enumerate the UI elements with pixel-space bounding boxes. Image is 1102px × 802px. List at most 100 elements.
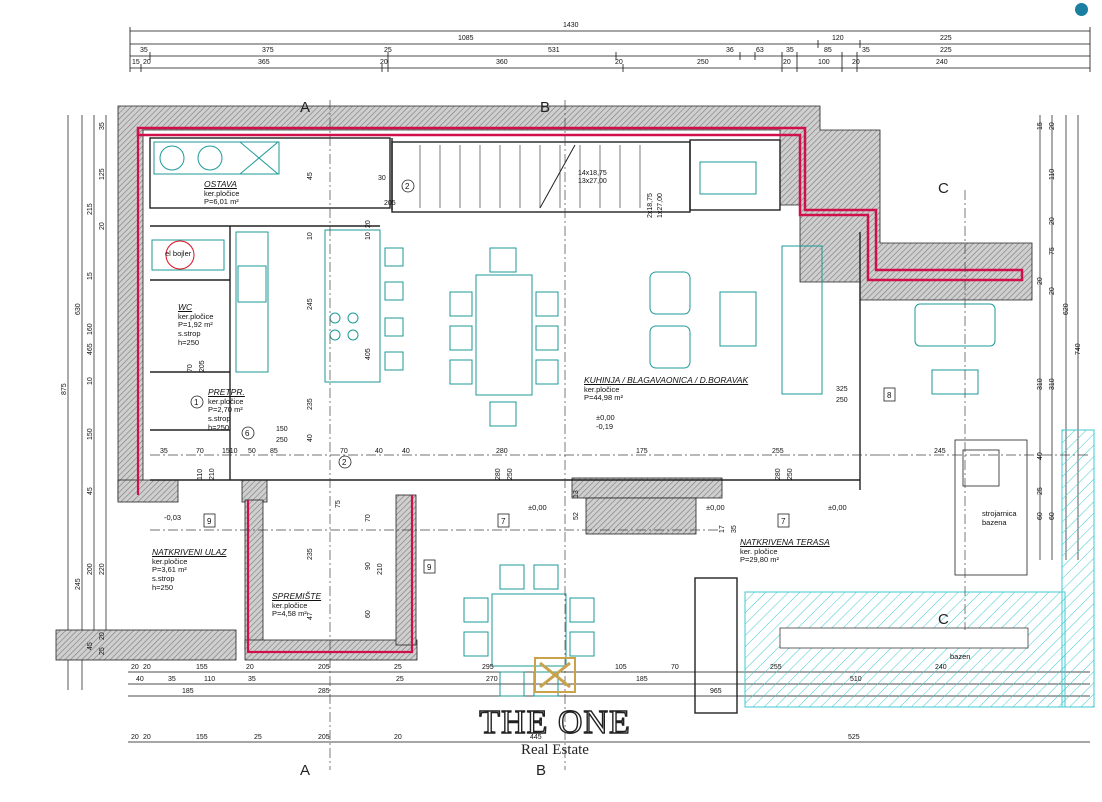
svg-text:110: 110: [1049, 169, 1056, 180]
svg-text:20: 20: [99, 632, 106, 640]
pump-room-label: strojarnica bazena: [982, 509, 1017, 527]
svg-text:310: 310: [1037, 378, 1044, 390]
room-floor: ker.pločice: [178, 311, 214, 321]
pump-room-line1: strojarnica: [982, 509, 1017, 518]
room-area: P=29,80 m²: [740, 555, 779, 565]
svg-text:75: 75: [1049, 247, 1056, 255]
svg-text:105: 105: [615, 664, 627, 671]
svg-text:510: 510: [850, 676, 862, 683]
room-floor: ker. pločice: [740, 546, 778, 556]
svg-text:740: 740: [1075, 343, 1082, 355]
svg-text:215: 215: [87, 203, 94, 215]
room-title: PRETPR.: [208, 387, 245, 397]
left-dimension-lines: [67, 115, 107, 690]
level-main-top: ±0,00: [596, 413, 615, 422]
svg-text:965: 965: [710, 688, 722, 695]
svg-text:245: 245: [75, 578, 82, 590]
svg-text:531: 531: [548, 47, 560, 54]
svg-text:35: 35: [140, 47, 148, 54]
svg-text:13: 13: [573, 490, 580, 498]
svg-text:20: 20: [380, 59, 388, 66]
interior-walls: [149, 137, 861, 714]
svg-text:35: 35: [862, 47, 870, 54]
pool-label: bazen: [950, 652, 971, 661]
svg-text:200: 200: [87, 563, 94, 575]
svg-text:2: 2: [405, 182, 410, 191]
svg-text:85: 85: [270, 448, 278, 455]
level-main-bottom: -0,19: [596, 421, 614, 431]
svg-text:250: 250: [787, 468, 794, 480]
svg-text:225: 225: [940, 47, 952, 54]
svg-text:255: 255: [770, 664, 782, 671]
svg-text:36: 36: [726, 47, 734, 54]
svg-text:285: 285: [318, 688, 330, 695]
svg-text:1: 1: [194, 398, 199, 407]
svg-text:20: 20: [1049, 217, 1056, 225]
pump-room-line2: bazena: [982, 517, 1007, 527]
svg-text:40: 40: [402, 448, 410, 455]
room-height: h=250: [208, 422, 230, 432]
svg-text:405: 405: [365, 348, 372, 360]
svg-text:9: 9: [427, 563, 432, 572]
svg-text:20: 20: [143, 664, 151, 671]
svg-text:85: 85: [824, 47, 832, 54]
svg-text:20: 20: [783, 59, 791, 66]
svg-text:35: 35: [731, 525, 738, 533]
section-markers: A B C A B C: [300, 99, 949, 779]
svg-text:375: 375: [262, 47, 274, 54]
svg-text:120: 120: [832, 35, 844, 42]
keys-crown-icon: [534, 657, 576, 693]
svg-text:75: 75: [335, 500, 342, 508]
brand-logo: THE ONE Real Estate: [470, 655, 640, 759]
status-dot: [1075, 3, 1088, 16]
svg-text:250: 250: [697, 59, 709, 66]
svg-text:280: 280: [496, 448, 508, 455]
room-area: P=44,98 m²: [584, 393, 623, 403]
room-floor: ker.pločice: [208, 396, 244, 406]
svg-text:20: 20: [1049, 122, 1056, 130]
svg-text:250: 250: [836, 397, 848, 404]
level-terrace-2: ±0,00: [706, 503, 725, 512]
level-terrace-1: ±0,00: [528, 503, 547, 512]
section-a-bottom: A: [300, 762, 310, 779]
svg-text:205: 205: [318, 734, 330, 741]
brand-tagline: Real Estate: [521, 742, 589, 758]
svg-text:45: 45: [307, 172, 314, 180]
svg-text:10: 10: [307, 232, 314, 240]
svg-text:280: 280: [495, 468, 502, 480]
room-area: P=4,58 m²: [272, 609, 307, 619]
svg-text:155: 155: [196, 664, 208, 671]
svg-text:255: 255: [772, 448, 784, 455]
svg-text:70: 70: [671, 664, 679, 671]
svg-text:225: 225: [940, 35, 952, 42]
svg-text:185: 185: [182, 688, 194, 695]
svg-text:310: 310: [1049, 378, 1056, 390]
svg-text:20: 20: [131, 734, 139, 741]
svg-text:15: 15: [1037, 122, 1044, 130]
top-dimension-ticks: [129, 27, 1091, 72]
boiler-icon: [165, 240, 195, 270]
level-main: ±0,00 -0,19: [596, 413, 615, 431]
svg-text:235: 235: [307, 398, 314, 410]
svg-text:20: 20: [615, 59, 623, 66]
svg-text:25: 25: [1037, 487, 1044, 495]
svg-text:1x27,00: 1x27,00: [657, 193, 664, 218]
furniture: [151, 141, 996, 697]
room-title: KUHINJA / BLAGAVAONICA / D.BORAVAK: [584, 375, 749, 385]
stair: [419, 144, 641, 209]
room-area: P=3,61 m²: [152, 565, 187, 575]
room-area: P=1,92 m²: [178, 320, 213, 330]
svg-text:35: 35: [99, 122, 106, 130]
svg-text:20: 20: [365, 220, 372, 228]
svg-text:210: 210: [209, 468, 216, 480]
svg-text:110: 110: [204, 676, 215, 683]
svg-text:20: 20: [246, 664, 254, 671]
svg-text:70: 70: [196, 448, 204, 455]
svg-text:155: 155: [196, 734, 208, 741]
level-entry: -0,03: [164, 513, 182, 522]
room-floor: ker.pločice: [272, 600, 308, 610]
svg-text:20: 20: [131, 664, 139, 671]
svg-text:45: 45: [87, 642, 94, 650]
svg-text:245: 245: [307, 298, 314, 310]
svg-text:630: 630: [75, 303, 82, 315]
